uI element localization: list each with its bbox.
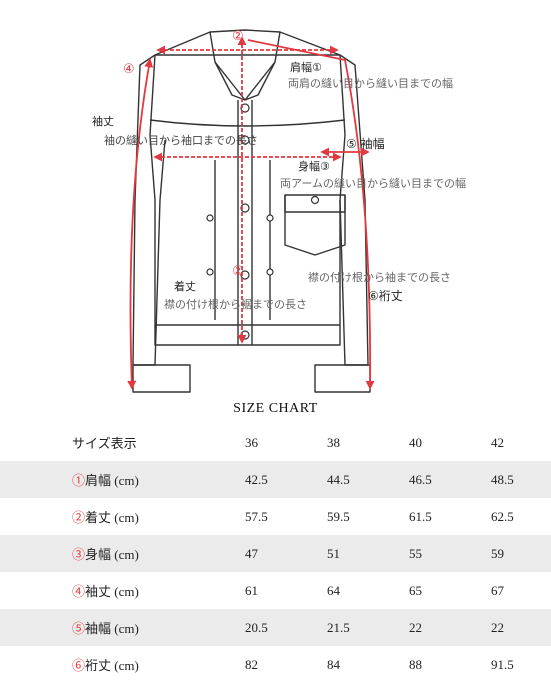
table-cell: 46.5 bbox=[387, 461, 469, 498]
row-label: 着丈 (cm) bbox=[85, 510, 139, 525]
table-cell: 59.5 bbox=[327, 508, 350, 524]
measurement-lines bbox=[127, 36, 375, 390]
header-size: 40 bbox=[409, 434, 422, 450]
table-cell: 88 bbox=[409, 656, 422, 672]
table-cell: 61 bbox=[245, 582, 258, 598]
table-row: ④袖丈 (cm) 61 64 65 67 bbox=[0, 572, 551, 609]
table-cell: 82 bbox=[245, 656, 258, 672]
yuki-desc: 襟の付け根から袖までの長さ bbox=[308, 270, 451, 284]
row-number: ④ bbox=[72, 584, 86, 599]
table-cell: 51 bbox=[305, 535, 387, 572]
body-desc: 両アームの縫い目から縫い目までの幅 bbox=[280, 176, 466, 190]
table-cell: 22 bbox=[469, 609, 551, 646]
table-row: ⑥裄丈 (cm) 82 84 88 91.5 bbox=[0, 646, 551, 683]
table-cell: 61.5 bbox=[409, 508, 432, 524]
table-cell: 44.5 bbox=[305, 461, 387, 498]
length-number: ② bbox=[232, 29, 244, 44]
row-number: ① bbox=[72, 473, 86, 488]
sleeve-length-line bbox=[127, 58, 154, 390]
row-label: 肩幅 (cm) bbox=[85, 473, 139, 488]
shoulder-desc: 両肩の縫い目から縫い目までの幅 bbox=[288, 76, 453, 90]
table-cell: 21.5 bbox=[305, 609, 387, 646]
row-label: 身幅 (cm) bbox=[85, 547, 139, 562]
row-number: ⑤ bbox=[72, 621, 86, 636]
table-cell: 48.5 bbox=[469, 461, 551, 498]
header-size: 36 bbox=[245, 434, 258, 450]
row-label: 裄丈 (cm) bbox=[85, 658, 139, 673]
row-number: ② bbox=[72, 510, 86, 525]
table-cell: 67 bbox=[491, 582, 504, 598]
body-title: 身幅③ bbox=[298, 159, 330, 173]
sleeve-title: 袖丈 bbox=[92, 114, 114, 128]
table-row: ③身幅 (cm) 47 51 55 59 bbox=[0, 535, 551, 572]
sleeve-width-label: ⑤ 袖幅 bbox=[346, 136, 385, 151]
table-cell: 57.5 bbox=[245, 508, 268, 524]
table-row: ⑤袖幅 (cm) 20.5 21.5 22 22 bbox=[0, 609, 551, 646]
sleeve-length-number: ④ bbox=[123, 62, 135, 77]
yuki-line bbox=[247, 39, 375, 390]
length-number-lower: ② bbox=[232, 264, 244, 279]
table-cell: 65 bbox=[409, 582, 422, 598]
jacket-measurement-diagram: 肩幅① 両肩の縫い目から縫い目までの幅 袖丈 袖の縫い目から袖口までの長さ 身幅… bbox=[92, 29, 466, 393]
table-cell: 42.5 bbox=[223, 461, 305, 498]
row-label: 袖幅 (cm) bbox=[85, 621, 139, 636]
table-cell: 55 bbox=[387, 535, 469, 572]
table-cell: 20.5 bbox=[223, 609, 305, 646]
size-chart-table: サイズ表示 36 38 40 42 ①肩幅 (cm) 42.5 44.5 46.… bbox=[0, 424, 551, 683]
yuki-title: ⑥裄丈 bbox=[368, 289, 403, 303]
header-size: 38 bbox=[327, 434, 340, 450]
table-cell: 64 bbox=[327, 582, 340, 598]
table-cell: 62.5 bbox=[491, 508, 514, 524]
table-cell: 91.5 bbox=[491, 656, 514, 672]
size-chart-title: SIZE CHART bbox=[233, 401, 318, 416]
shoulder-title: 肩幅① bbox=[290, 60, 322, 74]
length-title: 着丈 bbox=[174, 279, 196, 293]
length-desc: 襟の付け根から裾までの長さ bbox=[164, 297, 307, 311]
sleeve-desc: 袖の縫い目から袖口までの長さ bbox=[104, 133, 258, 147]
table-cell: 22 bbox=[387, 609, 469, 646]
table-row: ①肩幅 (cm) 42.5 44.5 46.5 48.5 bbox=[0, 461, 551, 498]
header-label: サイズ表示 bbox=[72, 436, 137, 451]
row-label: 袖丈 (cm) bbox=[85, 584, 139, 599]
table-cell: 59 bbox=[469, 535, 551, 572]
row-number: ⑥ bbox=[72, 658, 86, 673]
table-row: ②着丈 (cm) 57.5 59.5 61.5 62.5 bbox=[0, 498, 551, 535]
header-size: 42 bbox=[491, 434, 504, 450]
table-cell: 84 bbox=[327, 656, 340, 672]
table-cell: 47 bbox=[223, 535, 305, 572]
table-header-row: サイズ表示 36 38 40 42 bbox=[0, 424, 551, 461]
row-number: ③ bbox=[72, 547, 86, 562]
